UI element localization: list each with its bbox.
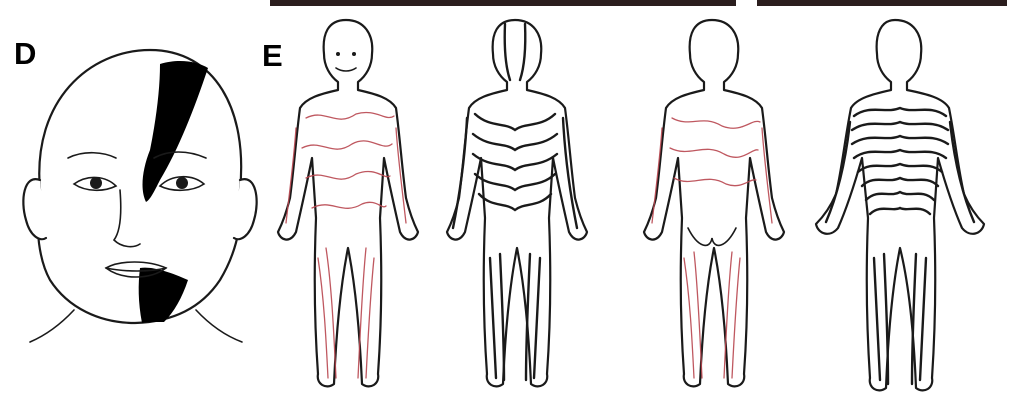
top-border-right [757,0,1007,6]
top-border-left [270,0,736,6]
body-back-black-lines [800,18,990,403]
body-back-red-lines [632,18,792,398]
body-front-black-lines [430,18,600,398]
body-front-red-lines [266,18,426,398]
face-illustration [10,40,260,340]
